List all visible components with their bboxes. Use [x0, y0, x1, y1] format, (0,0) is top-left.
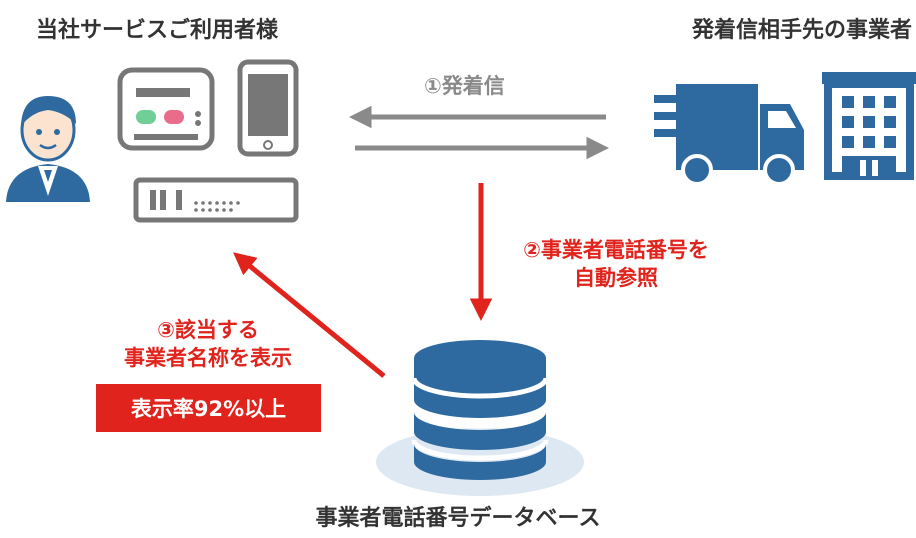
display-rate-badge: 表示率92%以上 — [96, 384, 321, 432]
display-arrow — [233, 252, 386, 378]
smartphone-icon — [237, 59, 299, 157]
step3-label: ③該当する 事業者名称を表示 — [80, 316, 336, 372]
step2-label: ②事業者電話番号を 自動参照 — [496, 236, 736, 292]
person-icon — [6, 96, 90, 202]
business-side-title: 発着信相手先の事業者 — [691, 18, 912, 43]
delivery-truck-icon — [654, 84, 804, 186]
step2-line1: ②事業者電話番号を — [523, 238, 709, 262]
network-device-icon — [133, 177, 299, 223]
step1-label: ①発着信 — [424, 74, 505, 98]
step3-line1: ③該当する — [157, 318, 259, 342]
user-side-title: 当社サービスご利用者様 — [36, 18, 279, 43]
database-name-label: 事業者電話番号データベース — [315, 506, 601, 531]
phone-terminal-icon — [117, 67, 215, 151]
step2-line2: 自動参照 — [574, 266, 658, 290]
step3-line2: 事業者名称を表示 — [124, 346, 292, 370]
office-building-icon — [822, 72, 916, 180]
database-icon — [376, 340, 584, 496]
